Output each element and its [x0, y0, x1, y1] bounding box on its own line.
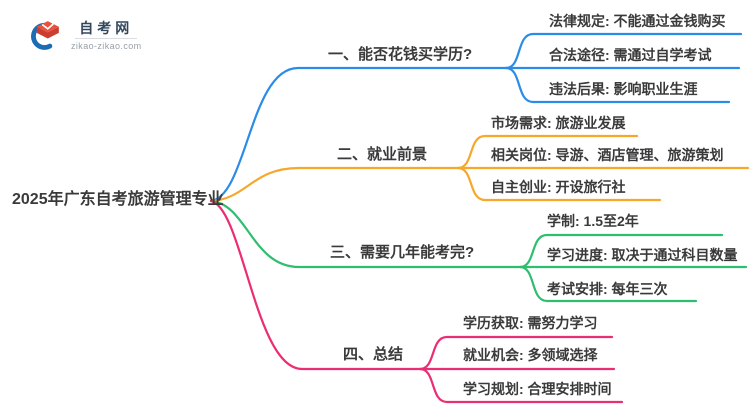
branch-4-lines	[209, 199, 624, 404]
branch-4-child-2: 就业机会: 多领域选择	[463, 347, 598, 363]
branch-3-child-2: 学习进度: 取决于通过科目数量	[547, 247, 738, 263]
branch-4-child-3: 学习规划: 合理安排时间	[463, 381, 612, 397]
branch-3-lines	[209, 199, 748, 303]
branch-3-label: 三、需要几年能考完?	[330, 244, 475, 261]
branch-4-child-1: 学历获取: 需努力学习	[463, 315, 598, 331]
branch-2-child-3: 自主创业: 开设旅行社	[491, 179, 626, 195]
branch-1-child-3: 违法后果: 影响职业生涯	[549, 81, 698, 97]
site-logo: 自考网 zikao-zikao.com	[27, 18, 142, 52]
branch-3-child-3: 考试安排: 每年三次	[547, 281, 668, 297]
site-name: 自考网	[79, 19, 134, 36]
branch-3-child-1: 学制: 1.5至2年	[547, 213, 639, 229]
branch-2-label: 二、就业前景	[337, 146, 428, 163]
branch-1-lines	[209, 32, 743, 203]
branch-2-child-2: 相关岗位: 导游、酒店管理、旅游策划	[491, 147, 724, 163]
logo-divider	[75, 37, 138, 39]
site-url: zikao-zikao.com	[71, 40, 142, 51]
branch-2-child-1: 市场需求: 旅游业发展	[491, 115, 626, 131]
branch-4-label: 四、总结	[343, 346, 404, 363]
root-node: 2025年广东自考旅游管理专业	[12, 191, 224, 208]
branch-1-child-2: 合法途径: 需通过自学考试	[549, 47, 712, 63]
branch-2-lines	[209, 134, 750, 203]
branch-1-label: 一、能否花钱买学历?	[328, 46, 473, 63]
branch-1-child-1: 法律规定: 不能通过金钱购买	[549, 13, 726, 29]
graduation-cap-logo-icon	[31, 21, 59, 50]
